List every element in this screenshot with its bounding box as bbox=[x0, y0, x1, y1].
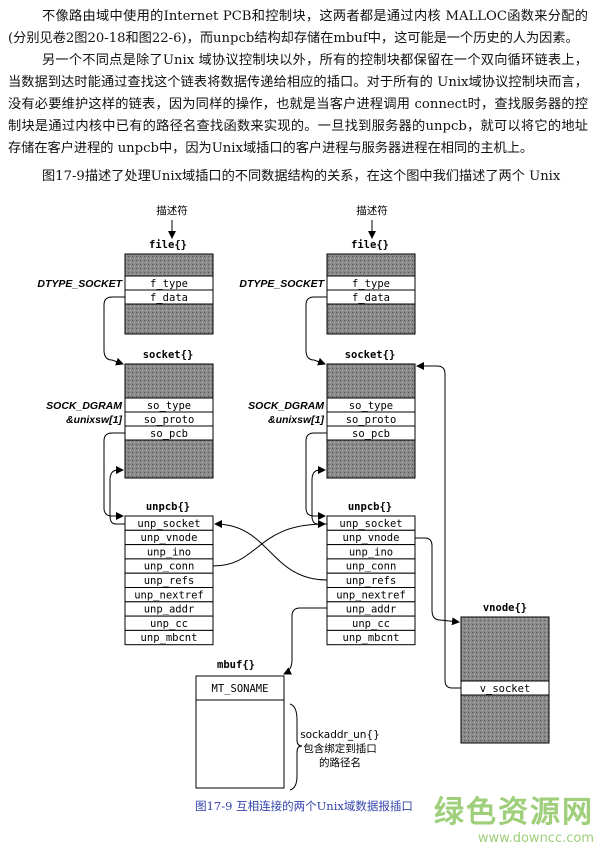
dtype-socket-label-right: DTYPE_SOCKET bbox=[239, 278, 325, 290]
arrow-vnode-pointer bbox=[415, 537, 460, 626]
sockaddr-label-1: sockaddr_un{} bbox=[300, 729, 380, 741]
field-so-pcb-right: so_pcb bbox=[352, 428, 390, 440]
arrow-fdata-to-socket-right bbox=[305, 296, 327, 366]
socket-title-right: socket{} bbox=[345, 349, 396, 361]
socket-title-left: socket{} bbox=[143, 349, 194, 361]
field-unp-socket-right: unp_socket bbox=[339, 518, 402, 530]
socket-struct-right: so_type so_proto so_pcb bbox=[326, 363, 416, 479]
field-so-pcb-left: so_pcb bbox=[150, 428, 188, 440]
unpcb-struct-left: unp_socket unp_vnode unp_ino unp_conn unp_re… bbox=[124, 515, 214, 646]
field-f-type-left: f_type bbox=[150, 278, 188, 290]
mbuf-struct: MT_SONAME bbox=[195, 675, 285, 789]
field-unp-mbcnt-left: unp_mbcnt bbox=[141, 632, 198, 644]
sockaddr-label-2: 包含绑定到插口 bbox=[303, 742, 377, 755]
unixsw-label-right: &unixsw[1] bbox=[268, 414, 325, 426]
field-so-type-right: so_type bbox=[349, 400, 393, 412]
field-unp-refs-right: unp_refs bbox=[346, 575, 397, 587]
sock-dgram-label-right: SOCK_DGRAM bbox=[248, 400, 324, 412]
vnode-title: vnode{} bbox=[483, 602, 527, 614]
field-unp-addr-right: unp_addr bbox=[346, 604, 397, 616]
field-unp-ino-right: unp_ino bbox=[349, 546, 393, 558]
watermark-main: 绿色资源网 bbox=[434, 795, 594, 830]
file-title-left: file{} bbox=[149, 239, 187, 251]
arrow-conn-left-to-unpcb-right bbox=[212, 520, 326, 567]
field-f-data-left: f_data bbox=[150, 292, 188, 304]
arrow-unpsocket-to-socket-left bbox=[109, 466, 125, 525]
field-unp-socket-left: unp_socket bbox=[137, 518, 200, 530]
dtype-socket-label-left: DTYPE_SOCKET bbox=[37, 278, 123, 290]
field-so-type-left: so_type bbox=[147, 400, 191, 412]
field-mt-soname: MT_SONAME bbox=[212, 683, 269, 695]
vnode-struct: v_socket bbox=[460, 616, 550, 744]
sockaddr-brace bbox=[289, 703, 303, 791]
descriptor-label-left: 描述符 bbox=[156, 204, 188, 217]
field-unp-nextref-left: unp_nextref bbox=[134, 589, 204, 601]
unixsw-label-left: &unixsw[1] bbox=[66, 414, 123, 426]
file-struct-right: f_type f_data bbox=[326, 253, 416, 335]
unpcb-row-right bbox=[326, 629, 416, 646]
field-unp-nextref-right: unp_nextref bbox=[336, 589, 406, 601]
arrow-unpsocket-to-socket-right bbox=[311, 466, 327, 525]
sock-dgram-label-left: SOCK_DGRAM bbox=[46, 400, 122, 412]
pointer-arrows bbox=[103, 296, 461, 689]
file-struct-left: f_type f_data bbox=[124, 253, 214, 335]
arrow-refs-right-to-unpcb-left bbox=[214, 520, 328, 581]
paragraph-1: 不像路由域中使用的Internet PCB和控制块，这两者都是通过内核 MALL… bbox=[8, 9, 588, 46]
field-unp-cc-left: unp_cc bbox=[150, 618, 188, 630]
field-v-socket: v_socket bbox=[480, 683, 531, 695]
field-unp-conn-right: unp_conn bbox=[346, 561, 397, 573]
arrow-sopcb-to-unpcb-right bbox=[305, 432, 327, 520]
field-unp-vnode-left: unp_vnode bbox=[141, 532, 198, 544]
unpcb-row-left bbox=[124, 629, 214, 646]
watermark-url: www.downcc.com bbox=[477, 831, 594, 846]
figure-caption: 图17-9 互相连接的两个Unix域数据报插口 bbox=[195, 799, 413, 813]
paragraph-2: 另一个不同点是除了Unix 域协议控制块以外，所有的控制块都保留在一个双向循环链… bbox=[8, 53, 588, 156]
unpcb-struct-right: unp_socket unp_vnode unp_ino unp_conn unp_re… bbox=[326, 515, 416, 646]
mbuf-title: mbuf{} bbox=[217, 659, 255, 671]
field-f-data-right: f_data bbox=[352, 292, 390, 304]
field-unp-addr-left: unp_addr bbox=[144, 604, 195, 616]
file-title-right: file{} bbox=[351, 239, 389, 251]
unpcb-title-right: unpcb{} bbox=[348, 501, 392, 513]
descriptor-label-right: 描述符 bbox=[356, 204, 388, 217]
sockaddr-label-3: 的路径名 bbox=[319, 756, 361, 769]
field-so-proto-left: so_proto bbox=[144, 414, 195, 426]
socket-struct-left: so_type so_proto so_pcb bbox=[124, 363, 214, 479]
field-unp-conn-left: unp_conn bbox=[144, 561, 195, 573]
field-unp-vnode-right: unp_vnode bbox=[343, 532, 400, 544]
field-unp-cc-right: unp_cc bbox=[352, 618, 390, 630]
arrow-addr-to-mbuf bbox=[283, 607, 327, 675]
unpcb-title-left: unpcb{} bbox=[146, 501, 190, 513]
field-f-type-right: f_type bbox=[352, 278, 390, 290]
watermark: 绿色资源网 www.downcc.com bbox=[434, 787, 594, 846]
paragraph-3: 图17-9描述了处理Unix域插口的不同数据结构的关系，在这个图中我们描述了两个… bbox=[42, 169, 561, 184]
field-unp-refs-left: unp_refs bbox=[144, 575, 195, 587]
arrow-sopcb-to-unpcb-left bbox=[103, 432, 125, 520]
field-so-proto-right: so_proto bbox=[346, 414, 397, 426]
field-unp-ino-left: unp_ino bbox=[147, 546, 191, 558]
arrow-fdata-to-socket-left bbox=[103, 296, 125, 366]
arrow-vsocket-to-socket-right bbox=[416, 362, 461, 689]
field-unp-mbcnt-right: unp_mbcnt bbox=[343, 632, 400, 644]
